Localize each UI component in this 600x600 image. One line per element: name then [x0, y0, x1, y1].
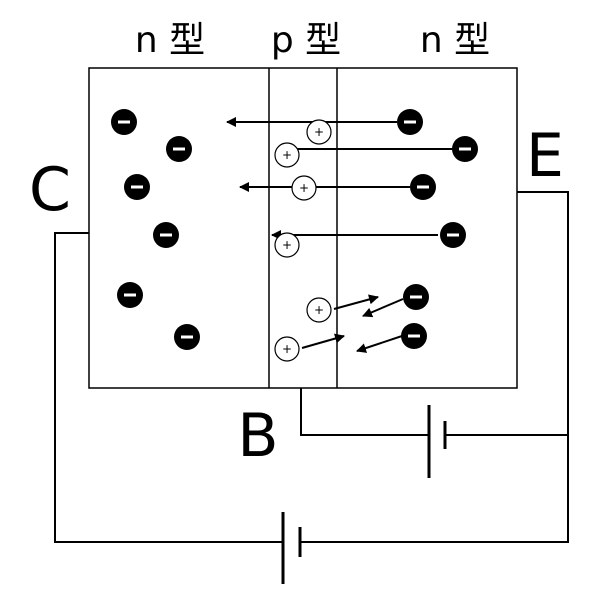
plus-sign: +	[314, 125, 324, 139]
circuit-wires	[54, 191, 569, 543]
hole: +	[274, 142, 300, 168]
electron	[153, 222, 179, 248]
collector-battery	[281, 512, 302, 584]
collector-label: C	[29, 155, 71, 225]
plus-sign: +	[282, 342, 292, 356]
base-wire	[300, 388, 429, 436]
arrow-electron-6	[356, 335, 403, 353]
carrier-arrows	[226, 117, 453, 353]
electrons	[111, 109, 478, 350]
base-label: B	[237, 401, 278, 471]
base-battery	[427, 405, 447, 478]
electron	[440, 222, 466, 248]
hole: +	[291, 175, 317, 201]
electron	[403, 284, 429, 310]
hole: +	[274, 336, 300, 362]
arrow-hole-1	[333, 294, 379, 310]
emitter-wire	[300, 191, 569, 543]
electron	[410, 174, 436, 200]
holes: + + + + + +	[274, 119, 332, 362]
middle-region-label: p 型	[271, 20, 341, 61]
electron	[166, 136, 192, 162]
right-region-label: n 型	[420, 20, 490, 61]
semiconductor-block	[88, 67, 518, 389]
electron	[174, 324, 200, 350]
plus-sign: +	[282, 148, 292, 162]
collector-wire	[54, 232, 283, 543]
electron	[117, 282, 143, 308]
arrow-electron-5	[362, 298, 404, 318]
electron	[111, 109, 137, 135]
emitter-label: E	[526, 121, 564, 191]
electron	[397, 109, 423, 135]
plus-sign: +	[299, 181, 309, 195]
arrow-hole-2	[301, 333, 345, 349]
left-region-label: n 型	[135, 20, 205, 61]
electron	[452, 136, 478, 162]
hole: +	[306, 297, 332, 323]
electron	[401, 323, 427, 349]
plus-sign: +	[282, 238, 292, 252]
hole: +	[274, 232, 300, 258]
electron	[124, 174, 150, 200]
plus-sign: +	[314, 303, 324, 317]
hole: +	[306, 119, 332, 145]
